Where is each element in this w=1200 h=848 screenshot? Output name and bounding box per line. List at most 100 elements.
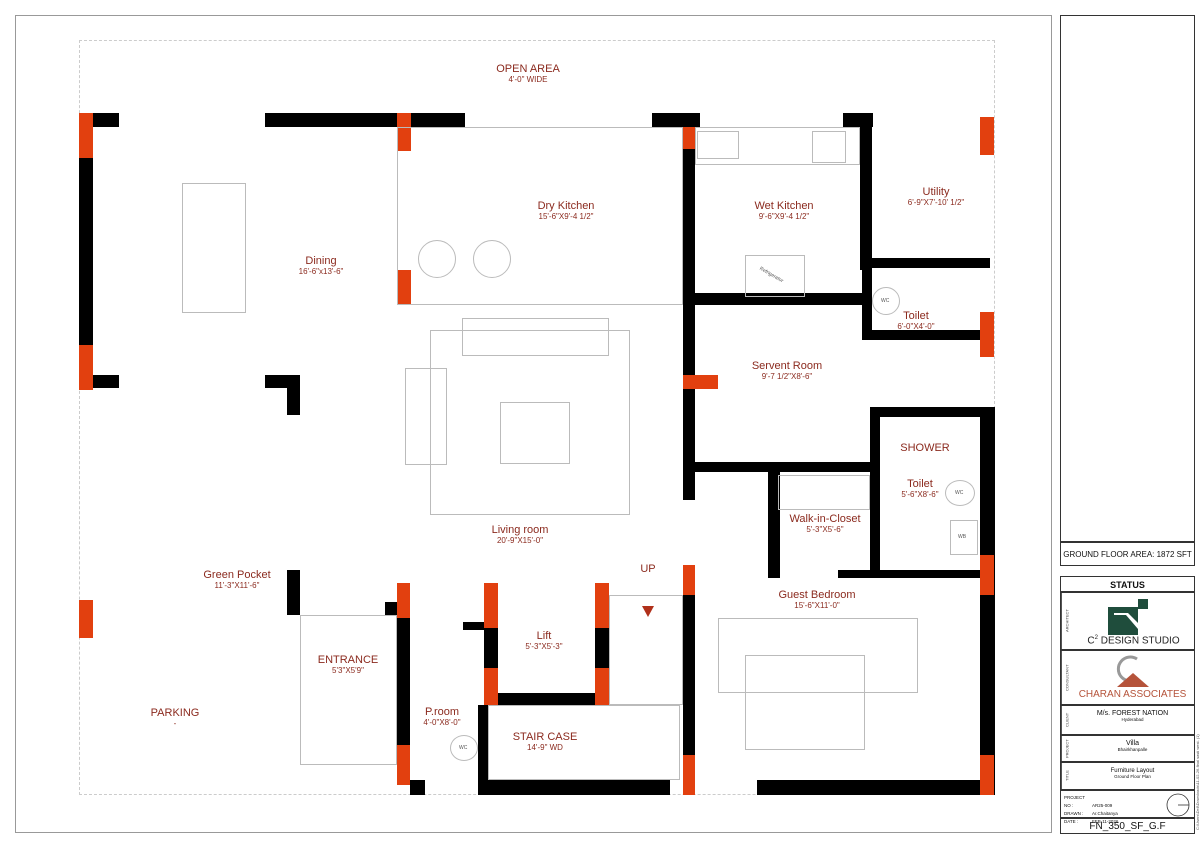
wall-segment [287,375,300,415]
wall-segment [980,560,995,795]
coffee-table [500,402,570,464]
wb-1 [950,520,978,555]
column [595,668,609,705]
column [79,345,93,390]
room-label-parking: PARKING- [150,707,200,728]
room-label-shower: SHOWER [900,442,950,454]
wall-segment [870,462,880,578]
wall-segment [79,113,93,390]
wall-segment [265,113,410,127]
stove [812,131,846,163]
bar-stool [418,240,456,278]
title-block-top [1060,15,1195,542]
dining-table [182,183,246,313]
column [484,668,498,705]
drawing-border [15,15,1052,833]
wc-2 [945,480,975,506]
column [397,583,410,618]
wall-segment [862,258,872,340]
wall-segment [870,407,880,472]
wall-segment [980,407,995,562]
wc-1 [872,287,900,315]
sofa-left [405,368,447,465]
column [683,755,695,795]
wc-3 [450,735,478,761]
fridge [745,255,805,297]
north-arrow-icon [1166,793,1190,817]
wc-label-3: WC [459,745,468,751]
bed [745,655,865,750]
wall-segment [862,330,987,340]
architect-logo-icon [1108,599,1148,635]
architect-block: ARCHITECT C2 DESIGN STUDIO [1060,592,1195,650]
wall-segment [478,705,488,785]
wall-segment [683,113,695,300]
wc-label-1: WC [881,298,890,304]
column [484,583,498,628]
column [79,113,93,158]
wall-segment [768,462,780,578]
project-info-block: PROJECT NO :AR25-009 DRAWN :Ar.Chaitanya… [1060,790,1195,824]
sink [697,131,739,159]
wall-segment [862,258,990,268]
file-path: C:\Users\Dell\Downloads\11-02-26-final s… [1196,734,1200,830]
wall-segment [683,565,695,795]
column [79,600,93,638]
column [397,113,411,151]
kitchen-counter [695,127,860,165]
floor-area: GROUND FLOOR AREA: 1872 SFT [1060,542,1195,566]
column [683,127,695,149]
column [980,755,994,795]
stair-steps [609,595,683,705]
living-rug [430,330,630,515]
wall-segment [463,622,484,630]
open-area-label: OPEN AREA 4'-0" WIDE [496,63,560,84]
wall-segment [410,113,465,127]
status-heading: STATUS [1060,576,1195,592]
project-block: PROJECT Villa Bhairkhanpalle [1060,735,1195,762]
wb-label: WB [958,534,967,540]
client-block: CLIENT M/s. FOREST NATION Hyderabad [1060,705,1195,735]
wall-segment [683,293,870,305]
entrance-platform [300,615,397,765]
stair-arrow-icon [642,606,654,617]
wall-segment [870,407,995,417]
wall-segment [397,583,410,785]
up-label: UP [640,563,656,575]
consultant-block: CONSULTANT CHARAN ASSOCIATES [1060,650,1195,705]
bar-stool [473,240,511,278]
wall-segment [410,780,425,795]
wc-label-2: WC [955,490,964,496]
stair-steps-2 [488,705,680,780]
column [980,555,994,595]
wall-segment [683,300,695,500]
column [397,270,411,305]
wall-segment [478,780,670,795]
wall-segment [690,462,880,472]
wall-segment [287,570,300,615]
wardrobe [778,475,870,510]
column [980,312,994,357]
column [397,745,410,785]
sheet-number: FN_350_SF_G.F [1060,818,1195,834]
sofa [462,318,609,356]
dry-kitchen-counter [397,127,683,305]
wall-segment [385,602,399,615]
wall-segment [838,570,990,578]
